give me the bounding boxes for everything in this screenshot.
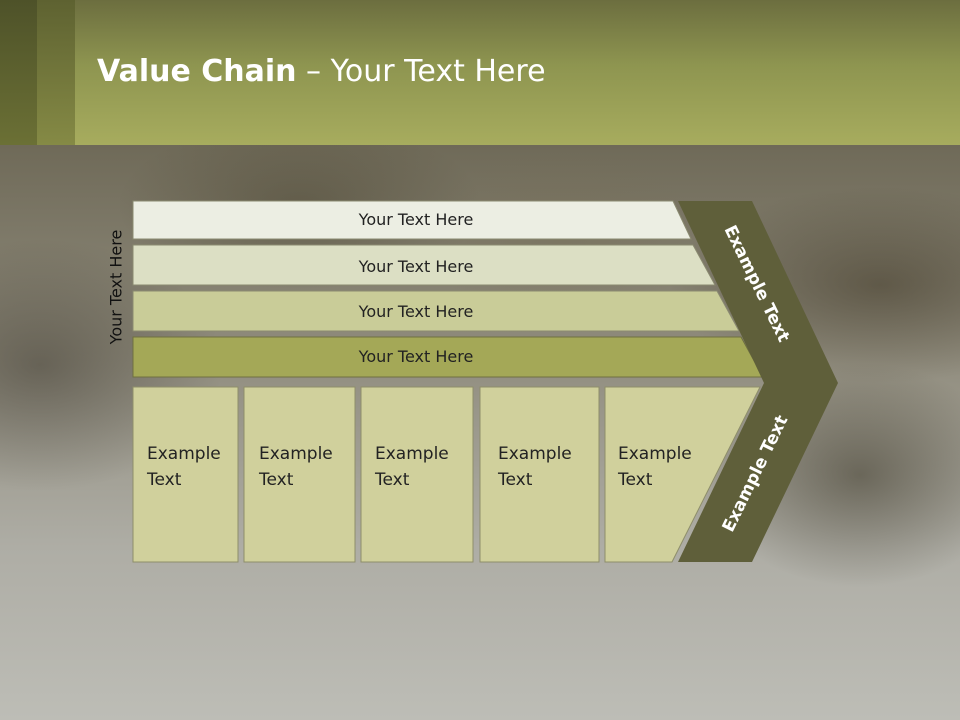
header-accent-strip xyxy=(37,0,75,145)
column-5 xyxy=(604,386,761,563)
column-4-line1: Example xyxy=(498,444,572,464)
reflection-column-3-line2: Text xyxy=(374,638,410,658)
reflection-column xyxy=(133,566,238,720)
bar-4-label: Your Text Here xyxy=(358,347,474,366)
diagram-reflection: Example Text Example Text Example Text E… xyxy=(133,566,826,720)
reflection-column-2-line2: Text xyxy=(258,638,294,658)
column-1-line2: Text xyxy=(146,470,182,490)
chevron-arrow xyxy=(678,201,838,562)
column-2-line1: Example xyxy=(259,444,333,464)
slide-title-rest: – Your Text Here xyxy=(296,54,546,89)
column-2-line2: Text xyxy=(258,470,294,490)
header-band: Value Chain – Your Text Here xyxy=(0,0,960,145)
reflection-column-5-line1: Example xyxy=(618,664,692,684)
bar-3-label: Your Text Here xyxy=(358,302,474,321)
column-5-line2: Text xyxy=(617,470,653,490)
reflection-column-4-line1: Example xyxy=(498,664,572,684)
slide-title: Value Chain – Your Text Here xyxy=(97,54,546,89)
column-3 xyxy=(360,386,474,563)
header-accent-strip xyxy=(0,0,37,145)
column-4-line2: Text xyxy=(497,470,533,490)
column-1-line1: Example xyxy=(147,444,221,464)
bar-2 xyxy=(132,244,716,286)
reflection-column-4-line2: Text xyxy=(497,638,533,658)
bar-1-label: Your Text Here xyxy=(358,210,474,229)
column-1 xyxy=(132,386,239,563)
reflection-column xyxy=(244,566,355,720)
reflection-column-3-line1: Example xyxy=(375,664,449,684)
reflection-column-2-line1: Example xyxy=(259,664,333,684)
column-4 xyxy=(479,386,600,563)
reflection-column xyxy=(605,566,750,720)
bar-3 xyxy=(132,290,740,332)
column-5-line1: Example xyxy=(618,444,692,464)
bar-1 xyxy=(132,200,692,240)
column-3-line2: Text xyxy=(374,470,410,490)
reflection-column-5-line2: Text xyxy=(617,638,653,658)
slide-title-bold: Value Chain xyxy=(97,54,297,89)
reflection-column xyxy=(361,566,473,720)
column-3-line1: Example xyxy=(375,444,449,464)
reflection-column xyxy=(480,566,599,720)
bar-2-label: Your Text Here xyxy=(358,257,474,276)
reflection-chevron xyxy=(678,566,826,720)
reflection-column-1-line1: Example xyxy=(147,664,221,684)
column-2 xyxy=(243,386,356,563)
reflection-column-1-line2: Text xyxy=(146,638,182,658)
